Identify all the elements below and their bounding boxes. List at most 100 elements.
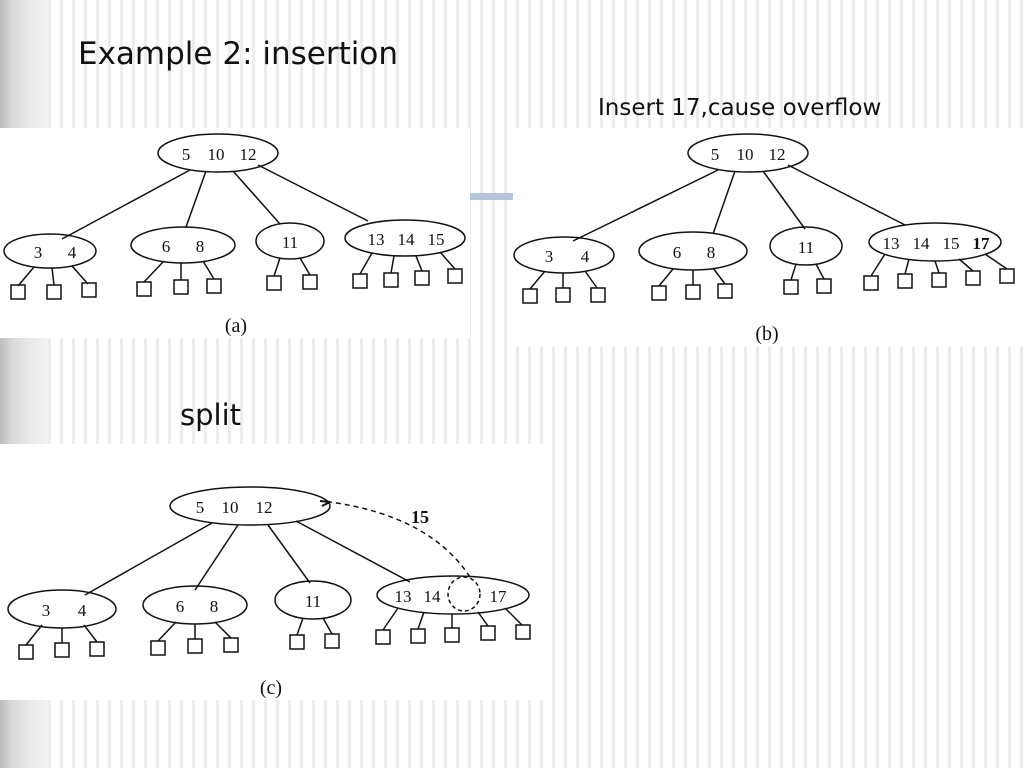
node-key: 5 bbox=[182, 145, 191, 164]
leaf-node-11 bbox=[274, 580, 352, 620]
null-pointer-box bbox=[444, 627, 460, 643]
node-key: 11 bbox=[282, 233, 298, 252]
node-key: 6 bbox=[176, 597, 185, 616]
diagram-c-panel: 5 10 12 3 4 6 8 11 13 14 17 15 (c) bbox=[0, 444, 547, 700]
node-key: 8 bbox=[196, 237, 205, 256]
pointer-line bbox=[529, 270, 546, 290]
null-pointer-box bbox=[46, 284, 62, 300]
pointer-line bbox=[439, 251, 456, 270]
pointer-line bbox=[202, 260, 215, 280]
split-caption: split bbox=[180, 398, 242, 432]
node-key: 17 bbox=[490, 587, 508, 606]
panel-label: (b) bbox=[755, 323, 778, 345]
null-pointer-box bbox=[352, 273, 368, 289]
null-pointer-box bbox=[136, 281, 152, 297]
node-key: 10 bbox=[208, 145, 225, 164]
pointer-line bbox=[214, 621, 232, 639]
promoted-key-label: 15 bbox=[411, 507, 429, 527]
node-key: 4 bbox=[78, 601, 87, 620]
leaf-node-6-8 bbox=[638, 231, 748, 271]
root-node bbox=[169, 486, 331, 526]
diagram-b: 5 10 12 3 4 6 8 11 13 14 15 17 (b) bbox=[513, 133, 1015, 345]
node-key: 4 bbox=[68, 243, 77, 262]
tree-edge bbox=[712, 170, 736, 235]
root-node bbox=[687, 133, 809, 173]
null-pointer-box bbox=[555, 287, 571, 303]
promotion-arrow bbox=[329, 501, 471, 578]
diagram-b-panel: 5 10 12 3 4 6 8 11 13 14 15 17 (b) bbox=[513, 128, 1024, 347]
null-pointer-box bbox=[414, 270, 430, 286]
node-key: 13 bbox=[368, 230, 385, 249]
null-pointer-box bbox=[931, 272, 947, 288]
pointer-line bbox=[382, 607, 399, 631]
pointer-line bbox=[359, 252, 373, 275]
null-pointer-box bbox=[173, 279, 189, 295]
diagram-a-panel: 5 10 12 3 4 6 8 11 13 14 15 (a) bbox=[0, 128, 470, 338]
pointer-line bbox=[584, 270, 598, 289]
pointer-line bbox=[712, 267, 726, 285]
node-key-new: 17 bbox=[973, 234, 991, 253]
node-key: 12 bbox=[769, 145, 786, 164]
null-pointer-box bbox=[783, 279, 799, 295]
pointer-line bbox=[390, 255, 395, 274]
null-pointer-box bbox=[206, 278, 222, 294]
diagram-a: 5 10 12 3 4 6 8 11 13 14 15 (a) bbox=[3, 133, 466, 337]
pointer-line bbox=[143, 261, 164, 283]
pointer-line bbox=[71, 265, 89, 285]
leaf-node-3-4 bbox=[3, 233, 97, 269]
node-key: 14 bbox=[398, 230, 416, 249]
node-key: 8 bbox=[707, 243, 716, 262]
null-pointer-box bbox=[863, 275, 879, 291]
tree-edge bbox=[572, 169, 719, 242]
null-pointer-box bbox=[223, 637, 239, 653]
leaf-node-11 bbox=[769, 226, 843, 266]
panel-label: (c) bbox=[260, 677, 282, 699]
node-key: 11 bbox=[798, 238, 814, 257]
root-node bbox=[157, 133, 279, 173]
pointer-line bbox=[904, 258, 910, 275]
node-key: 8 bbox=[210, 597, 219, 616]
node-key: 12 bbox=[240, 145, 257, 164]
tree-edge bbox=[787, 164, 906, 226]
pointer-line bbox=[17, 266, 35, 287]
null-pointer-box bbox=[81, 282, 97, 298]
pointer-line bbox=[958, 258, 974, 272]
null-pointer-box bbox=[999, 268, 1015, 284]
null-pointer-box bbox=[54, 642, 70, 658]
node-key: 5 bbox=[196, 498, 205, 517]
tree-edge bbox=[194, 524, 239, 591]
node-key: 13 bbox=[883, 234, 900, 253]
node-key: 10 bbox=[737, 145, 754, 164]
pointer-line bbox=[322, 617, 333, 635]
null-pointer-box bbox=[816, 278, 832, 294]
leaf-node-11 bbox=[255, 222, 325, 260]
null-pointer-box bbox=[590, 287, 606, 303]
node-key: 6 bbox=[162, 237, 171, 256]
pointer-line bbox=[870, 253, 886, 277]
node-key: 10 bbox=[222, 498, 239, 517]
node-key: 15 bbox=[943, 234, 960, 253]
node-key: 3 bbox=[34, 243, 43, 262]
null-pointer-box bbox=[897, 273, 913, 289]
null-pointer-box bbox=[289, 634, 305, 650]
tree-edge bbox=[61, 169, 191, 240]
tree-edge bbox=[295, 520, 411, 583]
pointer-line bbox=[815, 263, 825, 280]
null-pointer-box bbox=[187, 638, 203, 654]
pointer-line bbox=[273, 257, 281, 277]
panel-label: (a) bbox=[225, 315, 247, 337]
insert-caption: Insert 17,cause overflow bbox=[598, 95, 882, 121]
null-pointer-box bbox=[266, 275, 282, 291]
null-pointer-box bbox=[375, 629, 391, 645]
leaf-node-6-8 bbox=[142, 585, 248, 625]
leaf-node-6-8 bbox=[130, 226, 236, 264]
pointer-line bbox=[934, 260, 940, 274]
node-key: 14 bbox=[913, 234, 931, 253]
node-key: 14 bbox=[424, 587, 442, 606]
node-key: 12 bbox=[256, 498, 273, 517]
null-pointer-box bbox=[447, 268, 463, 284]
null-pointer-box bbox=[717, 283, 733, 299]
pointer-line bbox=[417, 611, 425, 630]
null-pointer-box bbox=[10, 284, 26, 300]
pointer-line bbox=[25, 624, 43, 646]
